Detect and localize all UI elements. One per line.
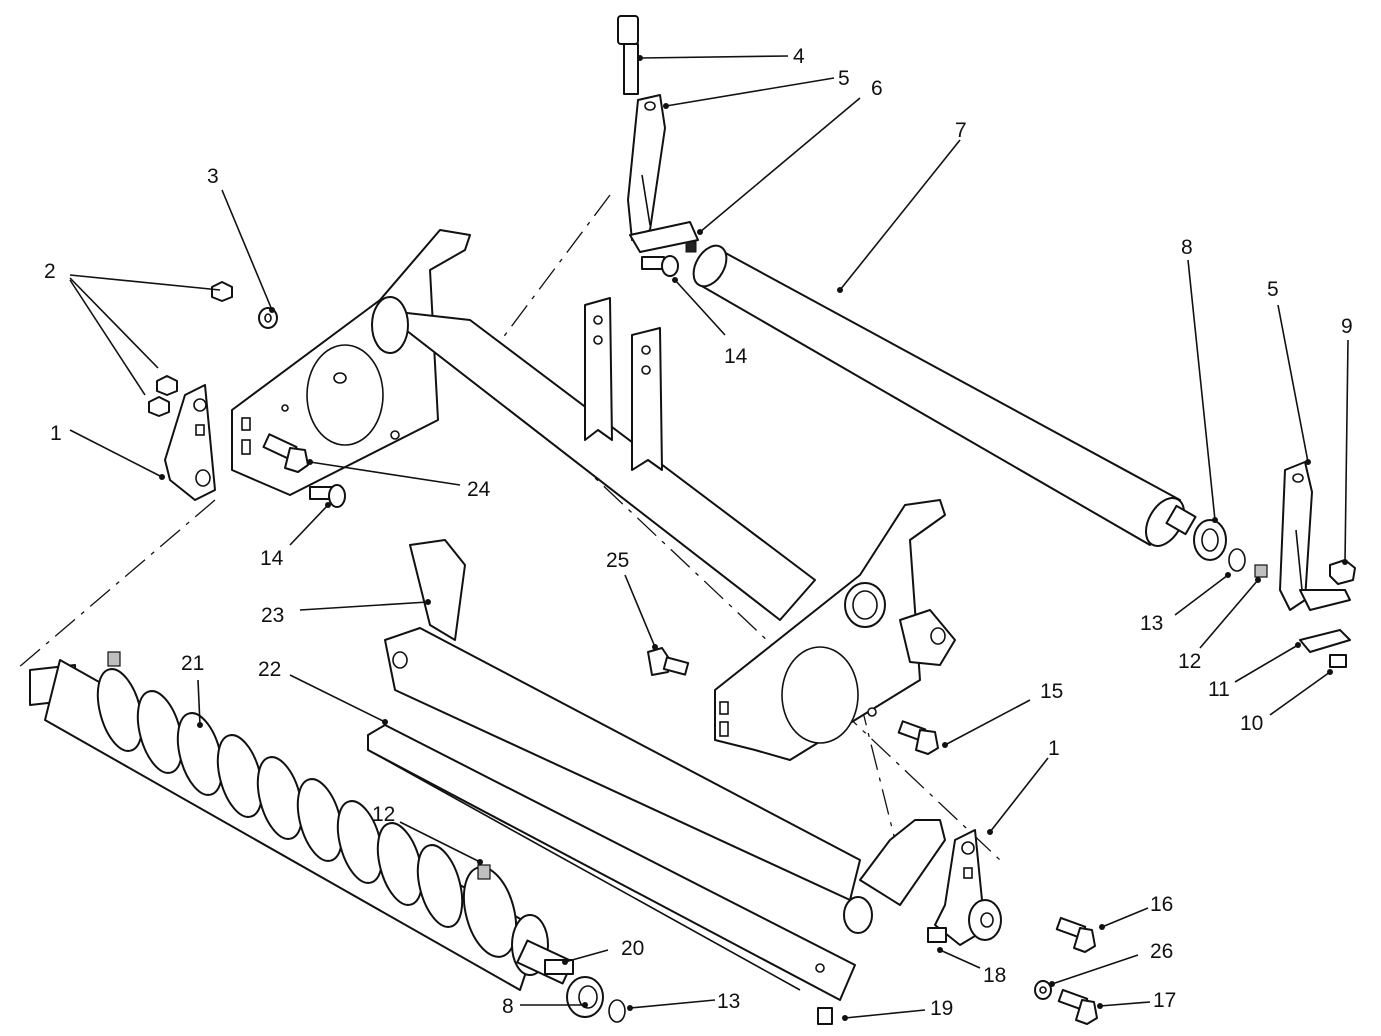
grease-fitting-upper xyxy=(1254,564,1268,578)
callout-13-lower: 13 xyxy=(717,990,740,1013)
adjuster-bolt xyxy=(617,15,639,95)
callout-23: 23 xyxy=(261,604,284,627)
screw-19 xyxy=(817,1007,833,1025)
callout-12-upper: 12 xyxy=(1178,650,1201,673)
reel xyxy=(29,659,574,991)
callout-21: 21 xyxy=(181,652,204,675)
callout-15: 15 xyxy=(1040,680,1063,703)
callout-11: 11 xyxy=(1208,678,1230,701)
roller-bracket-top xyxy=(627,94,699,253)
bedknife xyxy=(367,724,856,1001)
bedbar-support xyxy=(384,539,946,934)
callout-10: 10 xyxy=(1240,712,1263,735)
reel-shaft xyxy=(544,959,574,975)
washer-26 xyxy=(1034,980,1052,1000)
bolt-25 xyxy=(647,647,690,676)
callout-1-right: 1 xyxy=(1048,737,1060,760)
side-plate-left xyxy=(231,229,471,496)
bolt-18 xyxy=(927,927,947,943)
bolt-side-plate xyxy=(262,433,309,473)
snap-ring-lower xyxy=(608,999,626,1023)
callout-4: 4 xyxy=(793,45,805,68)
side-plate-right xyxy=(714,499,956,761)
carriage-bolt-top xyxy=(641,255,679,277)
front-roller xyxy=(692,244,1197,547)
callout-5-top: 5 xyxy=(838,67,850,90)
callout-14-left: 14 xyxy=(260,547,284,570)
callout-5-right: 5 xyxy=(1267,278,1279,301)
cross-tube xyxy=(371,296,816,621)
callout-22: 22 xyxy=(258,658,281,681)
callout-13-upper: 13 xyxy=(1140,612,1163,635)
center-lines xyxy=(17,194,1001,861)
callout-8-lower: 8 xyxy=(502,995,514,1018)
callout-19: 19 xyxy=(930,997,953,1020)
bolt-16 xyxy=(1055,916,1096,953)
washer-left xyxy=(258,307,278,329)
grease-fitting-lower xyxy=(477,864,491,880)
callout-labels: 1 1 2 3 4 5 5 6 7 8 8 9 10 11 12 12 13 1… xyxy=(44,45,1353,1020)
roller-bracket-right xyxy=(1279,461,1351,611)
callout-3: 3 xyxy=(207,165,219,188)
grease-fitting-reel-end xyxy=(107,651,121,667)
callout-14-top: 14 xyxy=(724,345,748,368)
callout-17: 17 xyxy=(1153,989,1176,1012)
snap-ring-upper xyxy=(1228,548,1246,572)
callout-1-left: 1 xyxy=(50,422,62,445)
bolt-15 xyxy=(897,720,939,755)
callout-2: 2 xyxy=(44,260,56,283)
bearing-upper xyxy=(1193,519,1227,561)
callout-25: 25 xyxy=(606,549,629,572)
callout-24: 24 xyxy=(467,478,491,501)
callout-7: 7 xyxy=(955,119,967,142)
callout-8-upper: 8 xyxy=(1181,236,1193,259)
bearing-lower xyxy=(566,976,604,1018)
callout-26: 26 xyxy=(1150,940,1173,963)
callout-12-lower: 12 xyxy=(372,803,395,826)
screw-clamp xyxy=(1329,654,1347,668)
leader-dots xyxy=(159,55,1348,1021)
clamp xyxy=(1299,629,1351,653)
leader-lines xyxy=(69,55,1349,1019)
nuts-left xyxy=(148,281,233,417)
roller-shaft-tip xyxy=(685,241,697,253)
arm-left xyxy=(164,384,216,501)
callout-16: 16 xyxy=(1150,893,1173,916)
callout-9: 9 xyxy=(1341,315,1353,338)
mount-brackets xyxy=(584,297,663,471)
callout-18: 18 xyxy=(983,964,1006,987)
bolt-17 xyxy=(1057,988,1098,1025)
carriage-bolt-left xyxy=(309,484,346,508)
callout-20: 20 xyxy=(621,937,644,960)
arm-right xyxy=(934,829,1002,946)
callout-6: 6 xyxy=(871,77,883,100)
